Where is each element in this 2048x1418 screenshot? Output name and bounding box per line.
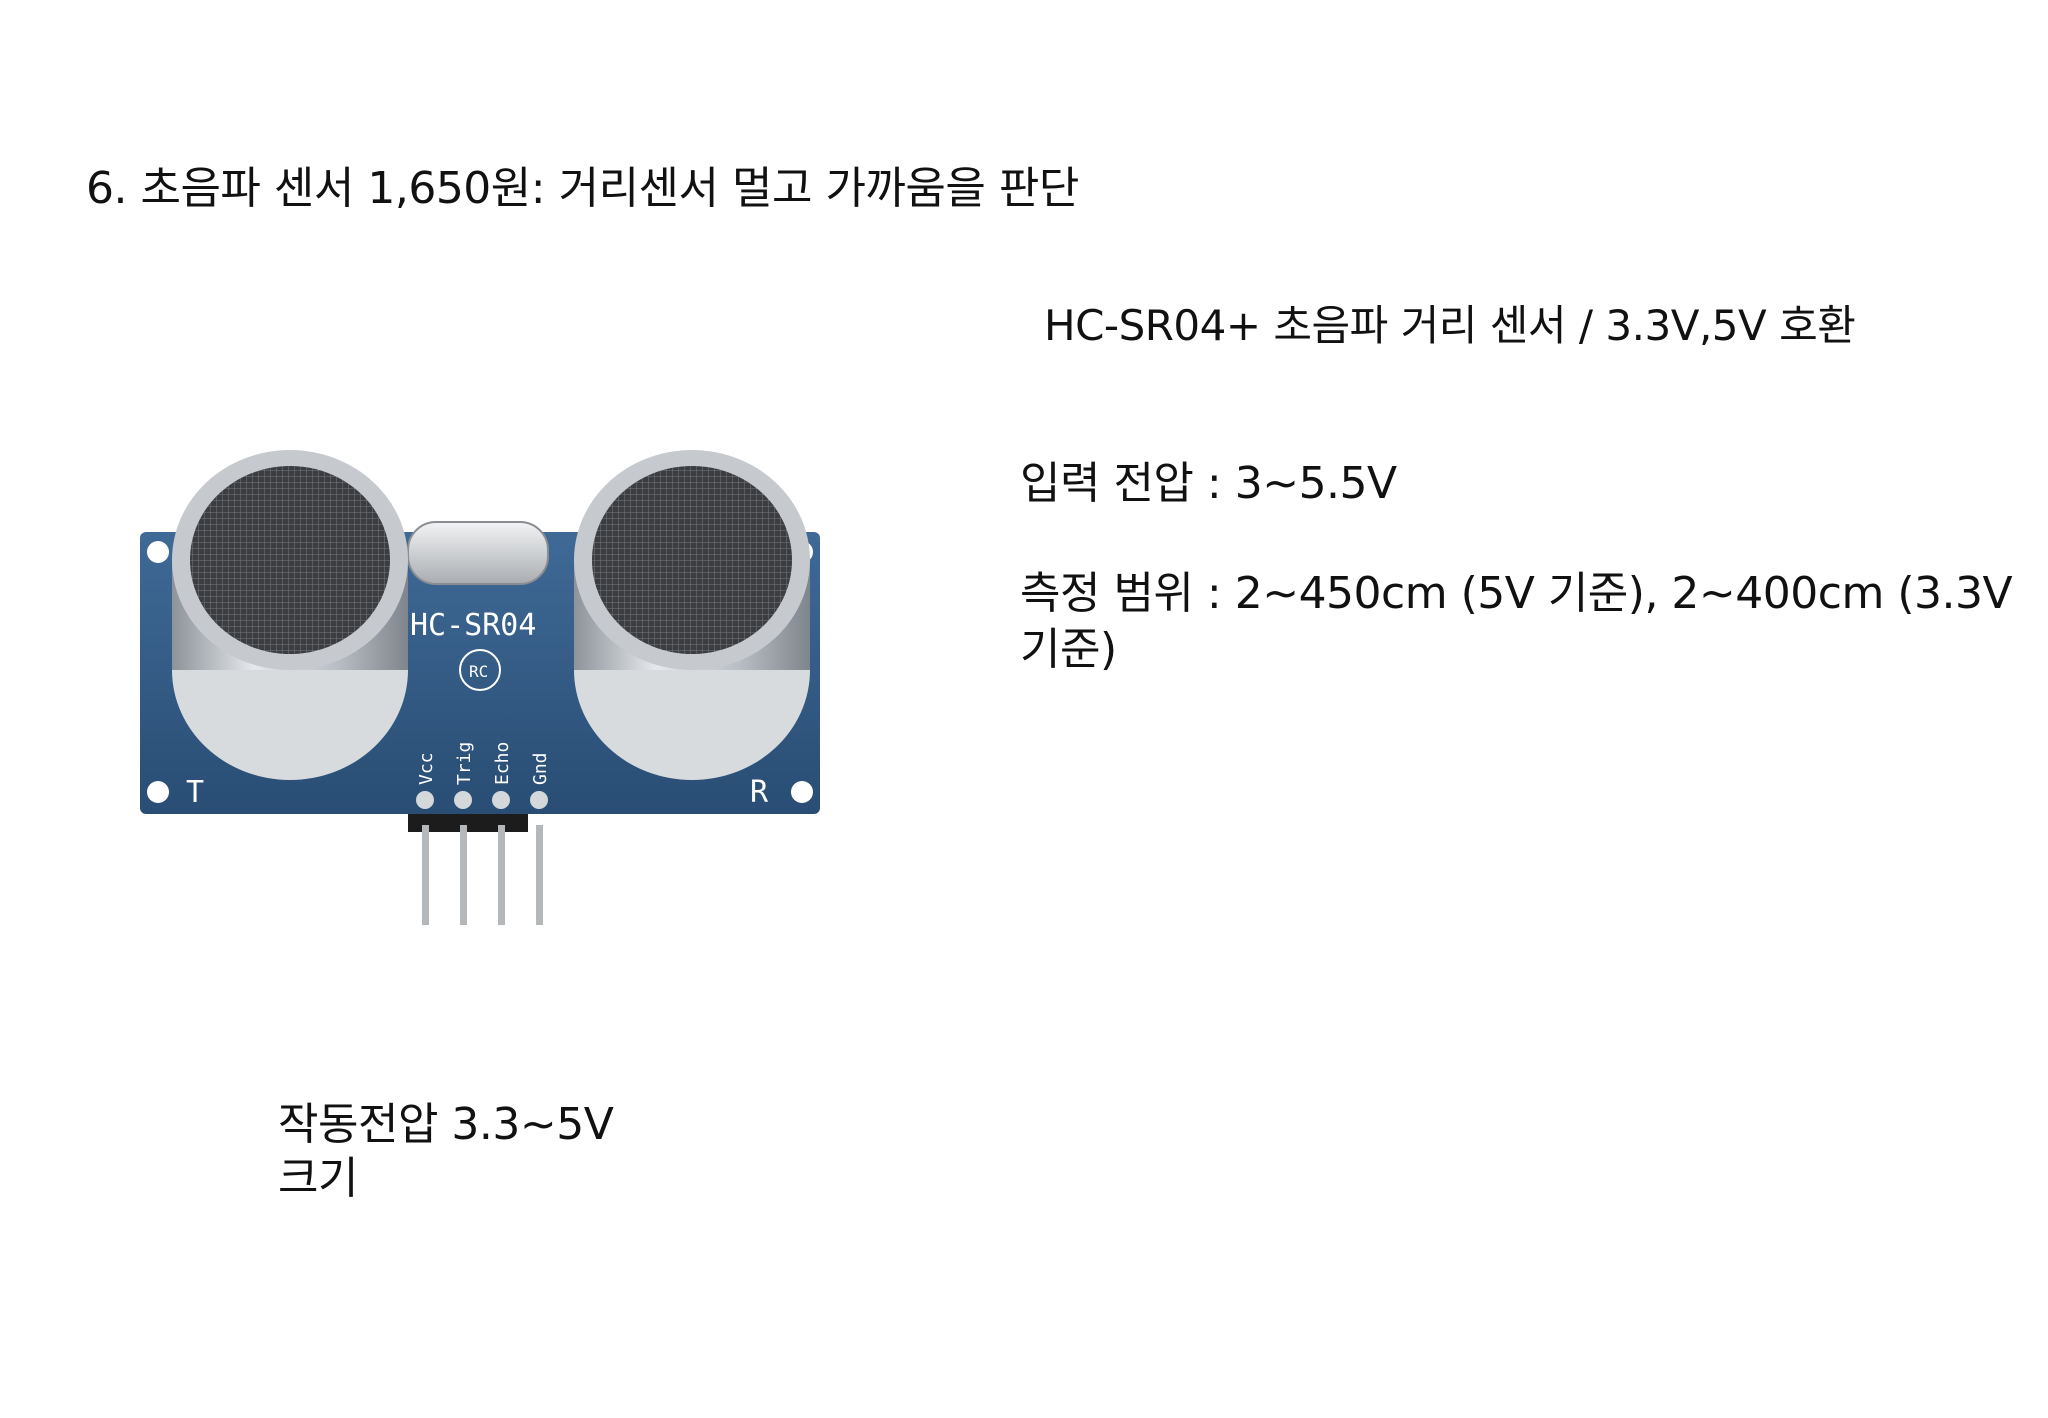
logo-mark: RC	[469, 662, 488, 681]
transmitter-mark: T	[186, 775, 204, 810]
caption-voltage: 작동전압 3.3~5V	[278, 1099, 614, 1150]
receiver-mark: R	[750, 775, 769, 810]
caption: 작동전압 3.3~5V 크기	[278, 1098, 614, 1206]
sensor-photo: HC-SR04 RC Vcc Trig Echo Gnd T R	[140, 450, 820, 925]
logo-mark-icon	[459, 649, 501, 691]
spec-list: 입력 전압 : 3~5.5V 측정 범위 : 2~450cm (5V 기준), …	[1020, 456, 2020, 732]
pin-label-vcc: Vcc	[416, 752, 437, 785]
board-label: HC-SR04	[410, 608, 536, 643]
caption-size: 크기	[278, 1153, 358, 1204]
slide-title: 6. 초음파 센서 1,650원: 거리센서 멀고 가까움을 판단	[86, 163, 1079, 214]
pin-label-echo: Echo	[492, 742, 513, 785]
header-pins	[408, 810, 543, 925]
spec-measurement-range: 측정 범위 : 2~450cm (5V 기준), 2~400cm (3.3V 기…	[1020, 568, 2013, 675]
transmitter-can	[172, 450, 408, 780]
product-name: HC-SR04+ 초음파 거리 센서 / 3.3V,5V 호환	[1044, 301, 1856, 350]
pin-label-gnd: Gnd	[530, 752, 551, 785]
spec-input-voltage: 입력 전압 : 3~5.5V	[1020, 458, 1397, 509]
crystal-oscillator	[407, 521, 549, 585]
pin-label-trig: Trig	[454, 742, 475, 785]
receiver-can	[574, 450, 810, 780]
